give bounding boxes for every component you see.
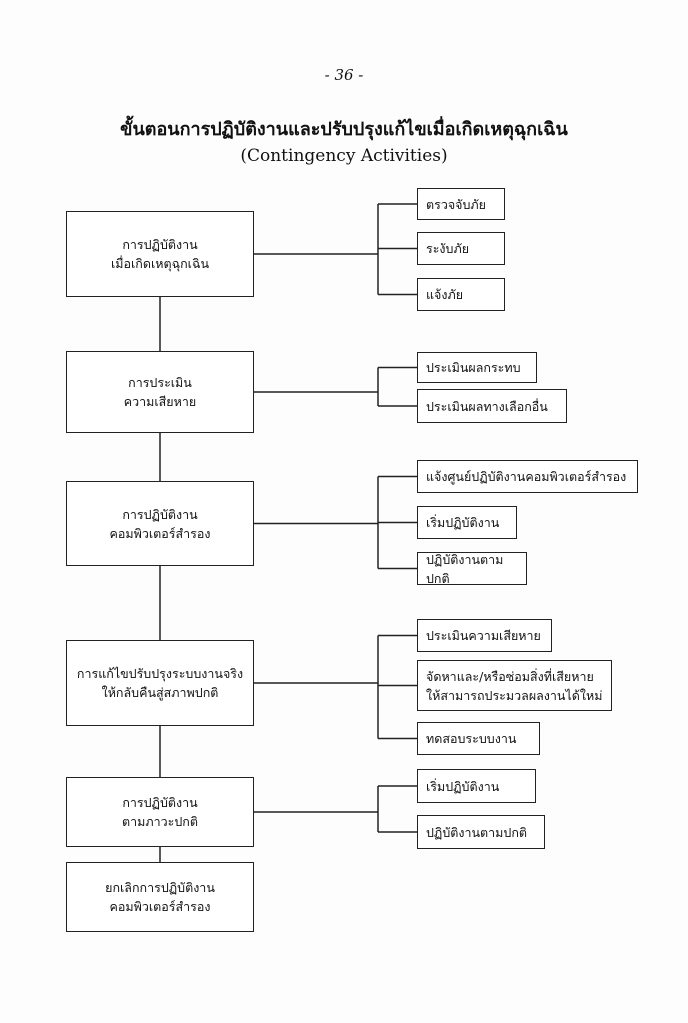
substep-box-line: ประเมินผลทางเลือกอื่น [426, 398, 548, 414]
step-box-line: คอมพิวเตอร์สำรอง [109, 525, 211, 541]
step-box: การแก้ไขปรับปรุงระบบงานจริงให้กลับคืนสู่… [66, 640, 254, 726]
substep-box-line: เริ่มปฏิบัติงาน [426, 515, 500, 530]
substep-box-line: ประเมินความเสียหาย [426, 628, 541, 643]
substep-box-line: แจ้งศูนย์ปฏิบัติงานคอมพิวเตอร์สำรอง [426, 469, 627, 484]
substep-box-line: ปฏิบัติงานตามปกติ [426, 551, 504, 586]
step-box-line: ยกเลิกการปฏิบัติงาน [105, 880, 215, 895]
step-box-line: การปฏิบัติงาน [122, 795, 198, 810]
step-box-line: การประเมิน [128, 375, 192, 390]
substep-box: แจ้งภัย [417, 278, 505, 311]
substep-box: ระงับภัย [417, 232, 505, 265]
step-box: ยกเลิกการปฏิบัติงานคอมพิวเตอร์สำรอง [66, 862, 254, 932]
step-box-line: ตามภาวะปกติ [122, 814, 198, 829]
substep-box: ตรวจจับภัย [417, 188, 505, 220]
substep-box-line: ทดสอบระบบงาน [426, 731, 517, 746]
page-number: - 36 - [324, 66, 364, 84]
substep-box-line: แจ้งภัย [426, 287, 464, 302]
substep-box: ปฏิบัติงานตามปกติ [417, 551, 527, 586]
step-box-line: การปฏิบัติงาน [122, 506, 198, 522]
step-box-line: การปฏิบัติงาน [122, 237, 198, 252]
substep-box-line: ตรวจจับภัย [426, 196, 486, 212]
step-box: การประเมินความเสียหาย [66, 351, 254, 433]
substep-box: ประเมินความเสียหาย [417, 619, 552, 652]
substep-box: จัดหาและ/หรือซ่อมสิ่งที่เสียหายให้สามารถ… [417, 660, 612, 711]
step-box-line: ความเสียหาย [123, 394, 197, 409]
step-box-line: ให้กลับคืนสู่สภาพปกติ [101, 685, 219, 700]
substep-box: แจ้งศูนย์ปฏิบัติงานคอมพิวเตอร์สำรอง [417, 460, 638, 493]
substep-box-line: ปฏิบัติงานตามปกติ [426, 824, 528, 840]
substep-box: ประเมินผลกระทบ [417, 352, 537, 383]
substep-box-line: ประเมินผลกระทบ [426, 360, 521, 375]
step-box: การปฏิบัติงานเมื่อเกิดเหตุฉุกเฉิน [66, 211, 254, 297]
substep-box-line: จัดหาและ/หรือซ่อมสิ่งที่เสียหาย [426, 668, 594, 684]
substep-box: เริ่มปฏิบัติงาน [417, 506, 517, 539]
substep-box-line: ให้สามารถประมวลผลงานได้ใหม่ [426, 687, 603, 703]
substep-box: ทดสอบระบบงาน [417, 722, 540, 755]
step-box-line: การแก้ไขปรับปรุงระบบงานจริง [76, 666, 244, 681]
step-box-line: เมื่อเกิดเหตุฉุกเฉิน [110, 256, 210, 271]
diagram-title: ขั้นตอนการปฏิบัติงานและปรับปรุงแก้ไขเมื่… [120, 119, 568, 140]
substep-box-line: ระงับภัย [426, 241, 470, 256]
substep-box: ปฏิบัติงานตามปกติ [417, 815, 545, 849]
substep-box: ประเมินผลทางเลือกอื่น [417, 389, 567, 423]
step-box-line: คอมพิวเตอร์สำรอง [109, 899, 211, 914]
step-box: การปฏิบัติงานคอมพิวเตอร์สำรอง [66, 481, 254, 566]
substep-box-line: เริ่มปฏิบัติงาน [426, 778, 500, 794]
step-box: การปฏิบัติงานตามภาวะปกติ [66, 777, 254, 847]
diagram-subtitle: (Contingency Activities) [240, 146, 448, 166]
substep-box: เริ่มปฏิบัติงาน [417, 769, 536, 803]
